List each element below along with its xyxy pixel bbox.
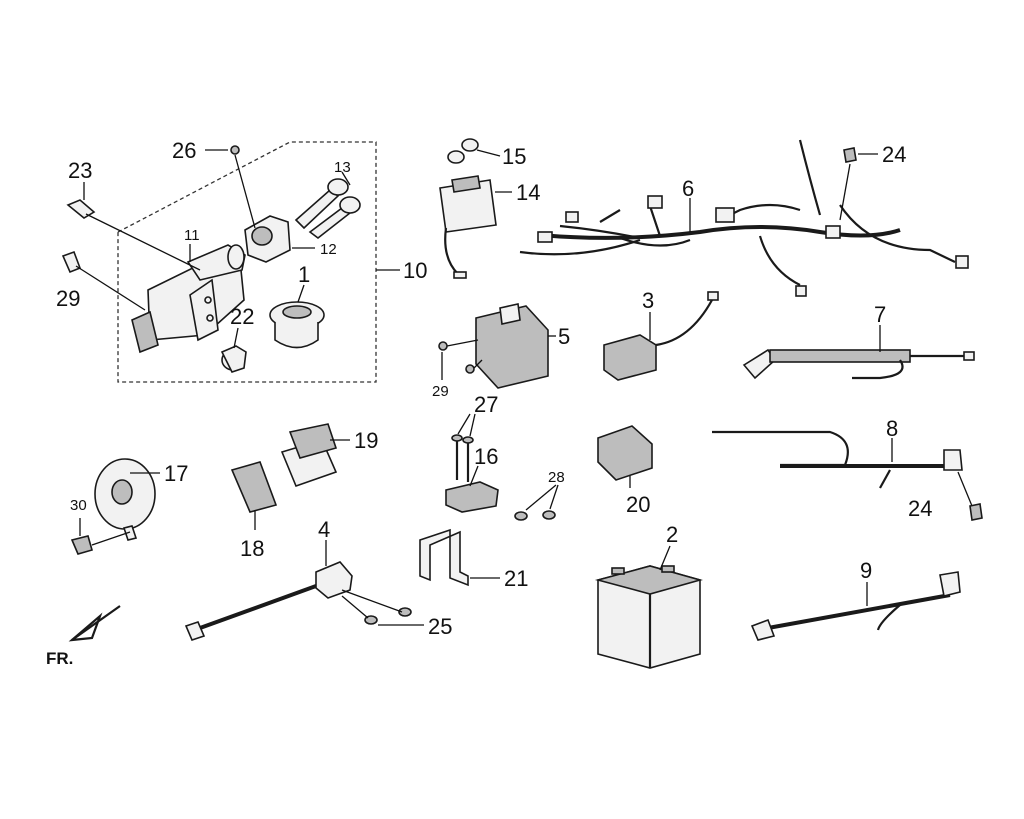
flasher-relay xyxy=(603,291,719,381)
screw-26 xyxy=(230,145,240,155)
wire-set-8 xyxy=(712,430,963,489)
callout-19: 19 xyxy=(354,428,378,453)
bolt-30 xyxy=(70,535,93,555)
callout-12: 12 xyxy=(320,241,337,258)
spark-plug-lead xyxy=(742,348,975,380)
callout-4: 4 xyxy=(318,517,330,542)
horn xyxy=(94,458,156,541)
battery-cable-9 xyxy=(750,571,961,641)
callout-2: 2 xyxy=(666,522,678,547)
callout-10: 10 xyxy=(403,258,427,283)
bolt-29-left xyxy=(61,250,82,274)
callout-5: 5 xyxy=(558,324,570,349)
screws-27 xyxy=(451,434,474,482)
starter-cable-4 xyxy=(184,561,353,641)
bolt-29-a xyxy=(438,341,448,351)
ignition-kit-box xyxy=(117,141,377,383)
bracket-16 xyxy=(445,481,499,513)
callout-7: 7 xyxy=(874,302,886,327)
callout-13: 13 xyxy=(334,159,351,176)
screw-24-bottom xyxy=(969,503,983,521)
screw-24-top xyxy=(843,147,857,163)
callout-20: 20 xyxy=(626,492,650,517)
callout-14: 14 xyxy=(516,180,540,205)
starter-relay xyxy=(439,175,497,279)
keys xyxy=(294,178,361,240)
callout-25: 25 xyxy=(428,614,452,639)
callout-28: 28 xyxy=(548,469,565,486)
small-lock xyxy=(220,345,247,373)
callout-29-left: 29 xyxy=(56,286,80,311)
lock-cap xyxy=(269,301,325,349)
front-direction-indicator: FR. xyxy=(46,605,121,668)
front-direction-label: FR. xyxy=(46,649,73,668)
callout-26: 26 xyxy=(172,138,196,163)
callout-17: 17 xyxy=(164,461,188,486)
callout-8: 8 xyxy=(886,416,898,441)
callout-23: 23 xyxy=(68,158,92,183)
callout-22: 22 xyxy=(230,304,254,329)
callout-24-top: 24 xyxy=(882,142,906,167)
callout-24-bottom: 24 xyxy=(908,496,932,521)
bolt-29-b xyxy=(465,364,475,374)
wiring-harness xyxy=(519,139,969,297)
callout-6: 6 xyxy=(682,176,694,201)
callout-18: 18 xyxy=(240,536,264,561)
callout-21: 21 xyxy=(504,566,528,591)
callout-9: 9 xyxy=(860,558,872,583)
callout-1: 1 xyxy=(298,262,310,287)
callout-3: 3 xyxy=(642,288,654,313)
callout-11: 11 xyxy=(184,227,200,244)
ignition-switch xyxy=(131,244,246,354)
relay-19 xyxy=(280,423,338,488)
key-cylinder xyxy=(244,215,291,263)
nuts-28 xyxy=(514,510,556,521)
regulator-rectifier xyxy=(475,303,549,389)
bolts-25 xyxy=(364,607,412,625)
plate-21 xyxy=(419,528,469,587)
relay-18 xyxy=(230,461,278,513)
grommets xyxy=(447,138,479,164)
callout-30: 30 xyxy=(70,497,87,514)
callout-27: 27 xyxy=(474,392,498,417)
battery xyxy=(594,565,703,669)
relay-cover-20 xyxy=(597,425,653,481)
bolt-23 xyxy=(66,199,96,219)
callout-29-right: 29 xyxy=(432,383,449,400)
callout-15: 15 xyxy=(502,144,526,169)
callout-16: 16 xyxy=(474,444,498,469)
